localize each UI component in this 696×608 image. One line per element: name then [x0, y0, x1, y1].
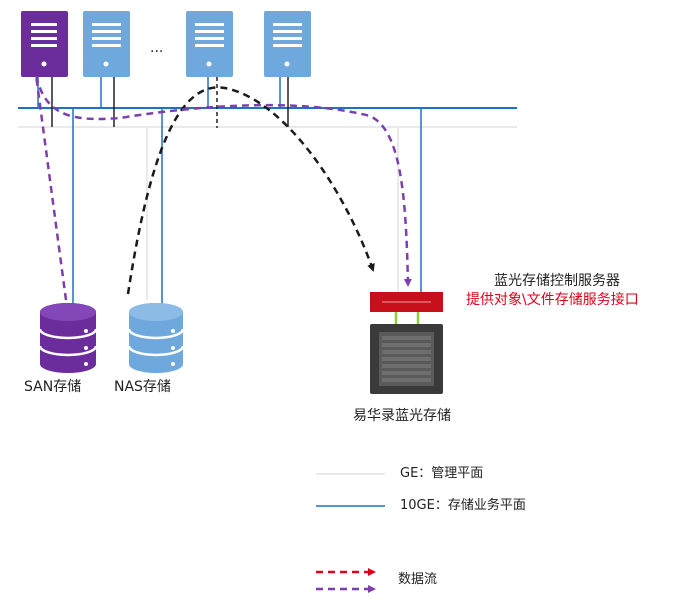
optical-storage-label: 易华录蓝光存储: [353, 408, 451, 424]
controller-server-icon: [370, 292, 443, 312]
san-storage-icon: [38, 303, 98, 373]
server-icon-blue-1: [83, 11, 130, 77]
san-storage-label: SAN存储: [24, 379, 82, 395]
nas-storage-label: NAS存储: [114, 379, 171, 395]
black-dataflow-arrow: [126, 86, 375, 295]
server-icon-blue-2: [186, 11, 233, 77]
server-icon-blue-3: [264, 11, 311, 77]
nas-storage-icon: [127, 303, 185, 373]
legend-10ge-label: 10GE：存储业务平面: [400, 498, 526, 513]
purple-dataflow-arrow: [34, 74, 412, 301]
optical-storage-rack-icon: [370, 324, 443, 394]
legend-ge-label: GE：管理平面: [400, 466, 484, 481]
controller-title: 蓝光存储控制服务器: [494, 273, 620, 289]
servers-ellipsis: ...: [150, 40, 163, 56]
controller-subtitle: 提供对象\文件存储服务接口: [466, 292, 639, 308]
server-icon-purple: [21, 11, 68, 77]
legend-dataflow-label: 数据流: [398, 572, 438, 587]
